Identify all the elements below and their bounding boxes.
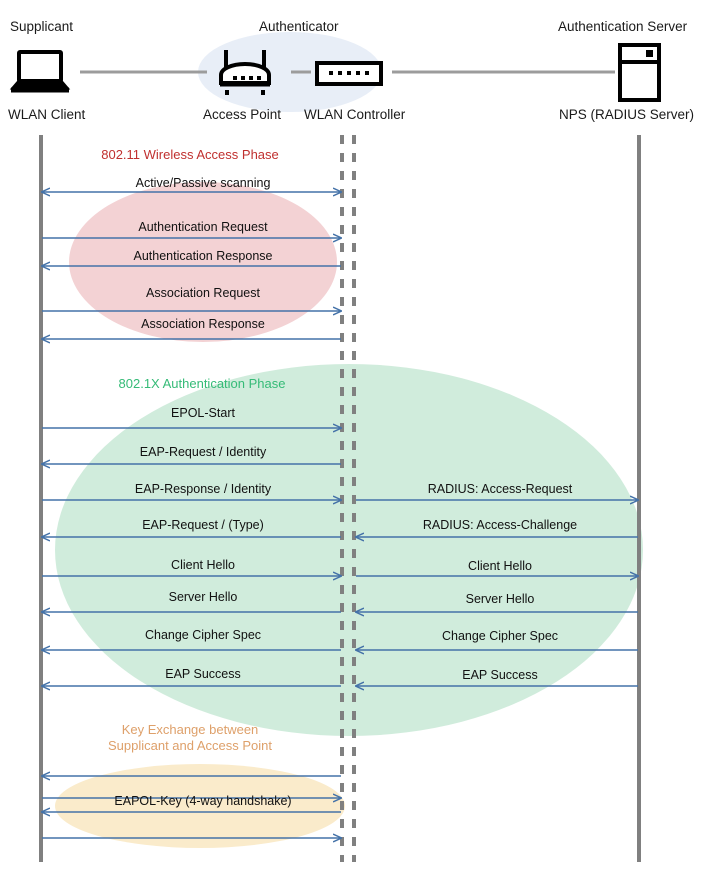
message-right-label-0: RADIUS: Access-Request: [427, 482, 573, 496]
arrows-supplicant-to-ap: [42, 192, 341, 838]
controller-box-icon: [315, 61, 383, 86]
message-left-label-11: Change Cipher Spec: [144, 628, 262, 642]
actor-device-wlan-controller: WLAN Controller: [304, 107, 406, 122]
phase-ellipse-8021x: [55, 364, 643, 736]
phase-label-key-exchange: Key Exchange between Supplicant and Acce…: [108, 722, 272, 755]
laptop-icon: [9, 50, 71, 93]
wireless-router-icon: [219, 50, 271, 95]
server-rack-icon: [618, 43, 661, 102]
message-right-label-3: Server Hello: [465, 592, 535, 606]
message-left-label-12: EAP Success: [165, 667, 241, 681]
message-left-label-4: Association Response: [141, 317, 265, 331]
message-left-label-3: Association Request: [146, 286, 260, 300]
phase-ellipse-80211: [69, 182, 337, 342]
actor-role-authenticator: Authenticator: [259, 19, 339, 34]
arrows-controller-to-server: [356, 500, 638, 686]
message-left-label-15: EAPOL-Key (4-way handshake): [114, 794, 292, 808]
phase-label-key-exchange-line1: Key Exchange between: [121, 722, 259, 737]
phase-ellipse-key-exchange: [55, 764, 345, 848]
phase-label-8021x-authentication: 802.1X Authentication Phase: [118, 376, 286, 391]
message-left-label-0: Active/Passive scanning: [135, 176, 271, 190]
actor-role-supplicant: Supplicant: [10, 19, 74, 34]
message-right-label-4: Change Cipher Spec: [441, 629, 559, 643]
message-left-label-2: Authentication Response: [133, 249, 273, 263]
message-left-label-9: Client Hello: [171, 558, 235, 572]
actor-device-access-point: Access Point: [203, 107, 282, 122]
message-right-label-2: Client Hello: [468, 559, 532, 573]
message-left-label-1: Authentication Request: [138, 220, 268, 234]
phase-label-key-exchange-line2: Supplicant and Access Point: [107, 738, 273, 754]
phase-label-80211-wireless-access: 802.11 Wireless Access Phase: [101, 147, 279, 162]
message-left-label-6: EAP-Request / Identity: [139, 445, 267, 459]
message-left-label-7: EAP-Response / Identity: [134, 482, 272, 496]
actor-device-wlan-client: WLAN Client: [8, 107, 86, 122]
authenticator-halo: [198, 32, 382, 112]
actor-role-authentication-server: Authentication Server: [558, 19, 688, 34]
actor-device-nps-radius-server: NPS (RADIUS Server): [559, 107, 695, 122]
message-right-label-1: RADIUS: Access-Challenge: [422, 518, 578, 532]
message-left-label-10: Server Hello: [168, 590, 238, 604]
message-right-label-5: EAP Success: [462, 668, 538, 682]
message-left-label-8: EAP-Request / (Type): [142, 518, 264, 532]
message-left-label-5: EPOL-Start: [171, 406, 235, 420]
